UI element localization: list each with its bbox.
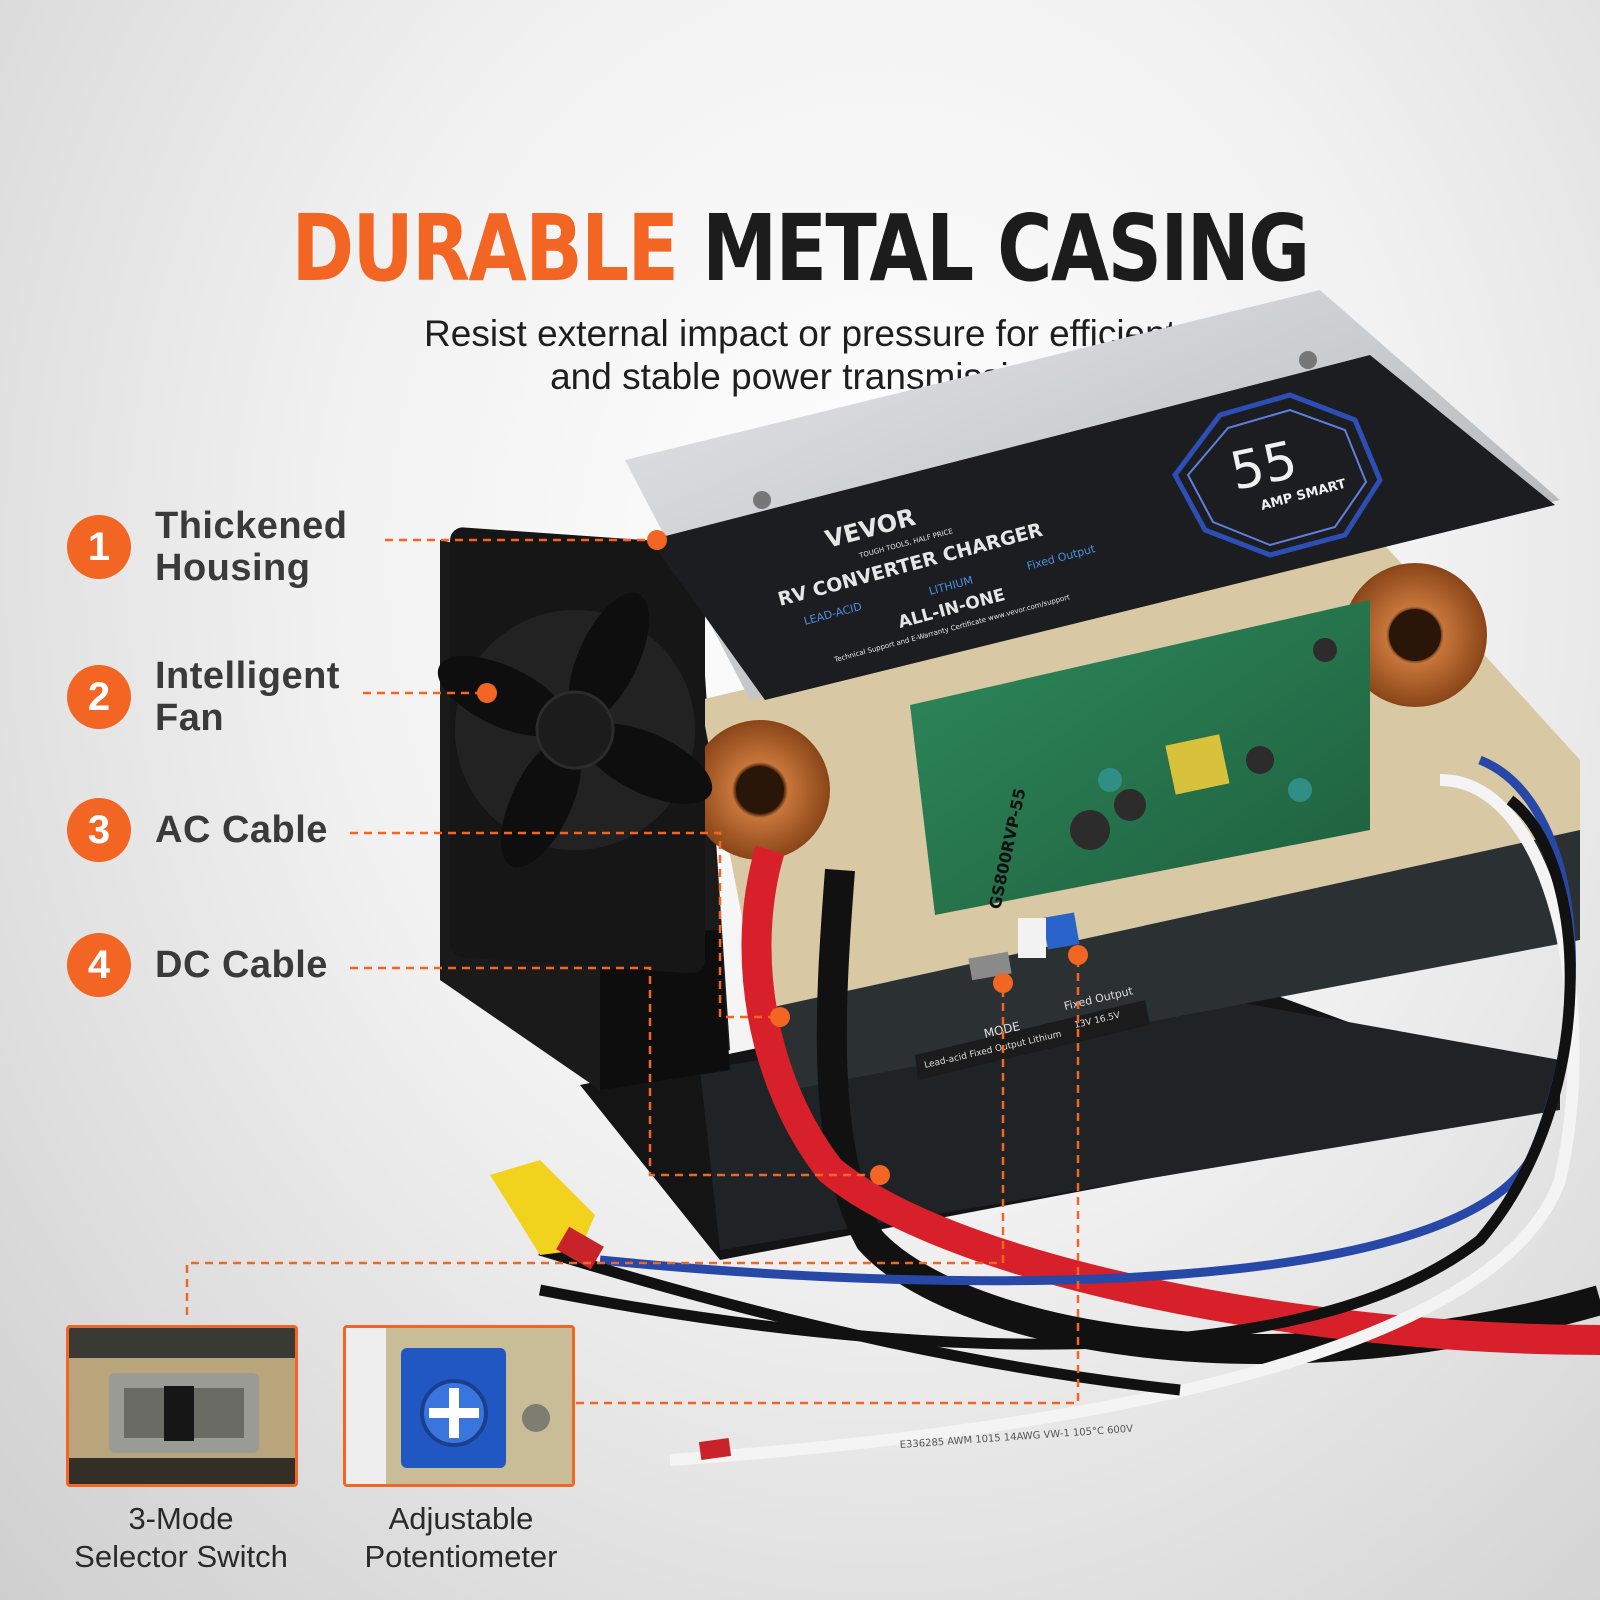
headline-rest: METAL CASING	[702, 195, 1310, 302]
board-selector-switch	[968, 951, 1012, 981]
subline-line-1: Resist external impact or pressure for e…	[424, 313, 1176, 354]
potentiometer-caption: Adjustable Potentiometer	[331, 1500, 591, 1576]
feature-1-label: Thickened Housing	[155, 505, 347, 589]
feature-1-label-line-2: Housing	[155, 547, 311, 589]
feature-4-badge: 4	[67, 933, 131, 997]
ac-white-cable	[669, 774, 1580, 1466]
feature-2-label-line-2: Fan	[155, 697, 225, 739]
feature-2-badge: 2	[67, 665, 131, 729]
dc-red-cable	[741, 845, 1600, 1355]
feature-1: 1 Thickened Housing	[67, 505, 347, 589]
callout-dot-2	[477, 683, 497, 703]
callout-dot-3	[770, 1007, 790, 1027]
callout-dot-pot	[1068, 945, 1088, 965]
mode-strip	[915, 1000, 1150, 1080]
ferrule	[698, 1437, 732, 1461]
cover-label	[650, 355, 1555, 700]
selector-switch-inset	[66, 1325, 298, 1487]
feature-4-label: DC Cable	[155, 944, 328, 986]
feature-3-badge: 3	[67, 798, 131, 862]
ac-blue-cable	[599, 755, 1576, 1286]
feature-2-label: Intelligent Fan	[155, 655, 340, 739]
amp-number: 55	[1225, 430, 1302, 502]
potentiometer-caption-line-2: Potentiometer	[364, 1539, 558, 1574]
potentiometer-closeup	[346, 1328, 572, 1484]
feature-2-label-line-1: Intelligent	[155, 655, 340, 697]
amp-badge	[1172, 392, 1383, 558]
selector-switch-caption: 3-Mode Selector Switch	[46, 1500, 316, 1576]
callout-dot-switch	[993, 973, 1013, 993]
feature-3: 3 AC Cable	[67, 798, 328, 862]
feature-1-label-line-1: Thickened	[155, 505, 348, 547]
feature-2: 2 Intelligent Fan	[67, 655, 340, 739]
board-potentiometer	[1042, 912, 1080, 950]
feature-4: 4 DC Cable	[67, 933, 328, 997]
headline-accent: DURABLE	[291, 195, 679, 302]
selector-switch-closeup	[69, 1328, 295, 1484]
control-pcb	[910, 600, 1370, 915]
headline: DURABLE METAL CASING	[144, 195, 1456, 302]
selector-switch-caption-line-2: Selector Switch	[74, 1539, 288, 1574]
callout-line-3	[350, 831, 780, 1019]
callout-line-4	[350, 966, 880, 1177]
potentiometer-inset	[343, 1325, 575, 1487]
feature-3-label: AC Cable	[155, 809, 328, 851]
callout-dot-1	[647, 530, 667, 550]
feature-1-badge: 1	[67, 515, 131, 579]
callout-line-pot	[576, 955, 1080, 1405]
callout-line-switch	[185, 983, 1005, 1315]
callout-dot-4	[870, 1165, 890, 1185]
potentiometer-caption-line-1: Adjustable	[388, 1501, 534, 1536]
selector-switch-caption-line-1: 3-Mode	[128, 1501, 234, 1536]
